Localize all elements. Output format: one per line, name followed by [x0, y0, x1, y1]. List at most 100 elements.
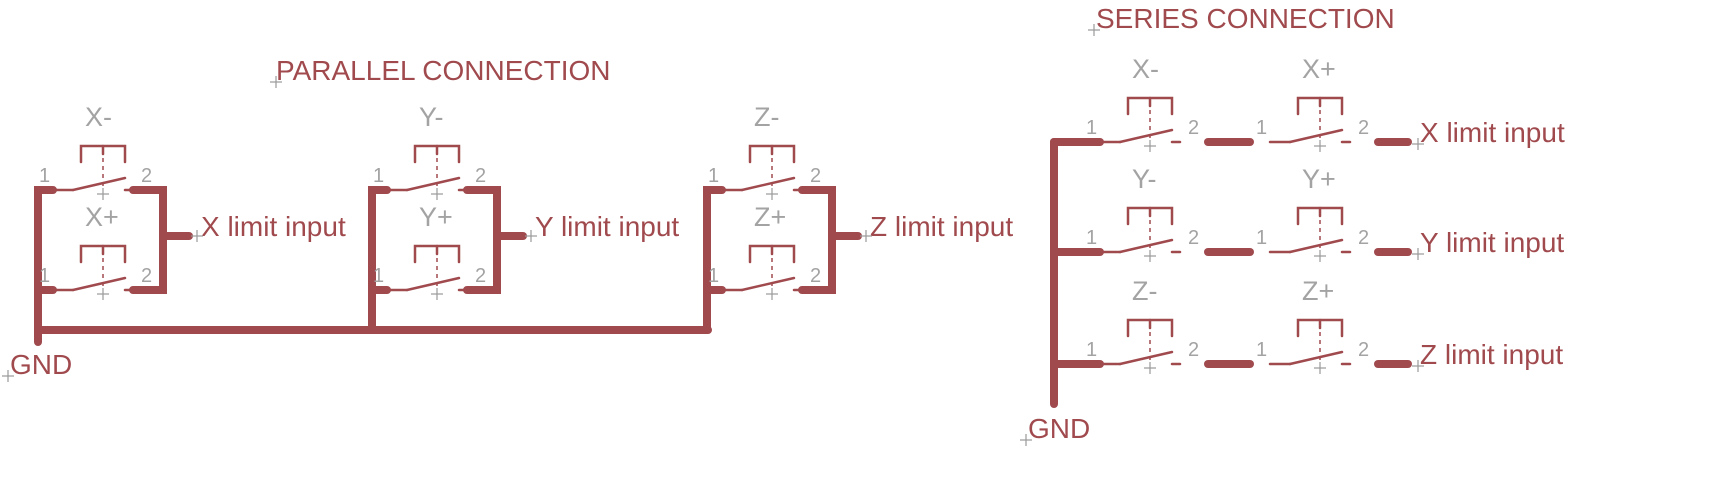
pin-2-label: 2 — [1188, 117, 1199, 139]
origin-marker — [1314, 140, 1326, 152]
switch-blade — [1288, 238, 1344, 254]
parallel-gnd-origin — [2, 370, 14, 382]
switch-label: Z+ — [1302, 276, 1334, 306]
pin-2-label: 2 — [810, 265, 821, 287]
series-title: SERIES CONNECTION — [1096, 3, 1395, 34]
origin-marker — [1144, 250, 1156, 262]
switch-blade — [405, 276, 461, 292]
parallel-group-3: Z limit input — [703, 186, 1013, 334]
pin-2-label: 2 — [1358, 227, 1369, 249]
switch-label: X+ — [1302, 54, 1336, 84]
switch-label: Y+ — [1302, 164, 1336, 194]
origin-marker — [766, 288, 778, 300]
pin-1-label: 1 — [708, 265, 719, 287]
left-rail-top — [368, 186, 391, 334]
pin-1-label: 1 — [1086, 227, 1097, 249]
left-rail-top — [703, 186, 726, 334]
output-label: Y limit input — [535, 211, 679, 242]
switch-first: 1 2 Z- — [1086, 276, 1199, 366]
pin-1-label: 1 — [1256, 339, 1267, 361]
parallel-gnd-label: GND — [10, 349, 72, 380]
switch-label: Z- — [1132, 276, 1157, 306]
origin-marker — [1314, 362, 1326, 374]
pin-1-label: 1 — [1256, 227, 1267, 249]
series-title-origin — [1088, 24, 1100, 36]
parallel-group-2: Y limit input — [368, 186, 679, 334]
output-label: X limit input — [1420, 117, 1565, 148]
series-row-2: Y limit input — [1050, 227, 1564, 258]
output-origin — [1412, 360, 1424, 372]
switch-top: 1 2 X- — [39, 102, 152, 192]
pin-1-label: 1 — [39, 265, 50, 287]
switch-blade — [1288, 128, 1344, 144]
switch-second: 1 2 Y+ — [1256, 164, 1369, 254]
pin-1-label: 1 — [1256, 117, 1267, 139]
pin-2-label: 2 — [475, 265, 486, 287]
left-rail-top — [34, 186, 57, 334]
switch-label: Y+ — [419, 202, 453, 232]
pin-2-label: 2 — [1188, 339, 1199, 361]
pin-1-label: 1 — [708, 165, 719, 187]
output-label: Z limit input — [870, 211, 1013, 242]
switch-label: Z+ — [754, 202, 786, 232]
output-label: Y limit input — [1420, 227, 1564, 258]
switch-blade — [405, 176, 461, 192]
switch-first: 1 2 X- — [1086, 54, 1199, 144]
parallel-title: PARALLEL CONNECTION — [276, 55, 611, 86]
switch-top: 1 2 Y- — [373, 102, 486, 192]
output-origin — [525, 230, 537, 242]
series-gnd-label: GND — [1028, 413, 1090, 444]
output-origin — [191, 230, 203, 242]
switch-top: 1 2 Z- — [708, 102, 821, 192]
switch-label: X+ — [85, 202, 119, 232]
origin-marker — [766, 188, 778, 200]
pin-2-label: 2 — [810, 165, 821, 187]
switch-blade — [1118, 238, 1174, 254]
series-row-3: Z limit input — [1050, 339, 1563, 370]
output-origin — [1412, 248, 1424, 260]
pin-2-label: 2 — [141, 165, 152, 187]
switch-blade — [740, 276, 796, 292]
pin-1-label: 1 — [1086, 117, 1097, 139]
pin-1-label: 1 — [373, 265, 384, 287]
origin-marker — [97, 188, 109, 200]
pin-2-label: 2 — [141, 265, 152, 287]
switch-blade — [71, 276, 127, 292]
origin-marker — [1144, 140, 1156, 152]
output-label: X limit input — [201, 211, 346, 242]
switch-bottom: 1 2 Z+ — [708, 202, 821, 292]
output-origin — [1412, 138, 1424, 150]
pin-1-label: 1 — [1086, 339, 1097, 361]
switch-blade — [1118, 128, 1174, 144]
pin-2-label: 2 — [1188, 227, 1199, 249]
series-row-1: X limit input — [1050, 117, 1565, 148]
pin-2-label: 2 — [475, 165, 486, 187]
origin-marker — [1144, 362, 1156, 374]
output-origin — [860, 230, 872, 242]
switch-blade — [1118, 350, 1174, 366]
origin-marker — [431, 188, 443, 200]
switch-bottom: 1 2 Y+ — [373, 202, 486, 292]
switch-label: Z- — [754, 102, 779, 132]
switch-label: X- — [85, 102, 112, 132]
switch-blade — [740, 176, 796, 192]
origin-marker — [97, 288, 109, 300]
origin-marker — [1314, 250, 1326, 262]
switch-blade — [71, 176, 127, 192]
pin-1-label: 1 — [373, 165, 384, 187]
switch-label: Y- — [419, 102, 444, 132]
switch-label: X- — [1132, 54, 1159, 84]
origin-marker — [431, 288, 443, 300]
series-gnd-origin — [1020, 434, 1032, 446]
parallel-group-1: X limit input — [34, 186, 346, 334]
pin-1-label: 1 — [39, 165, 50, 187]
switch-blade — [1288, 350, 1344, 366]
switch-bottom: 1 2 X+ — [39, 202, 152, 292]
output-label: Z limit input — [1420, 339, 1563, 370]
parallel-title-origin — [270, 76, 282, 88]
